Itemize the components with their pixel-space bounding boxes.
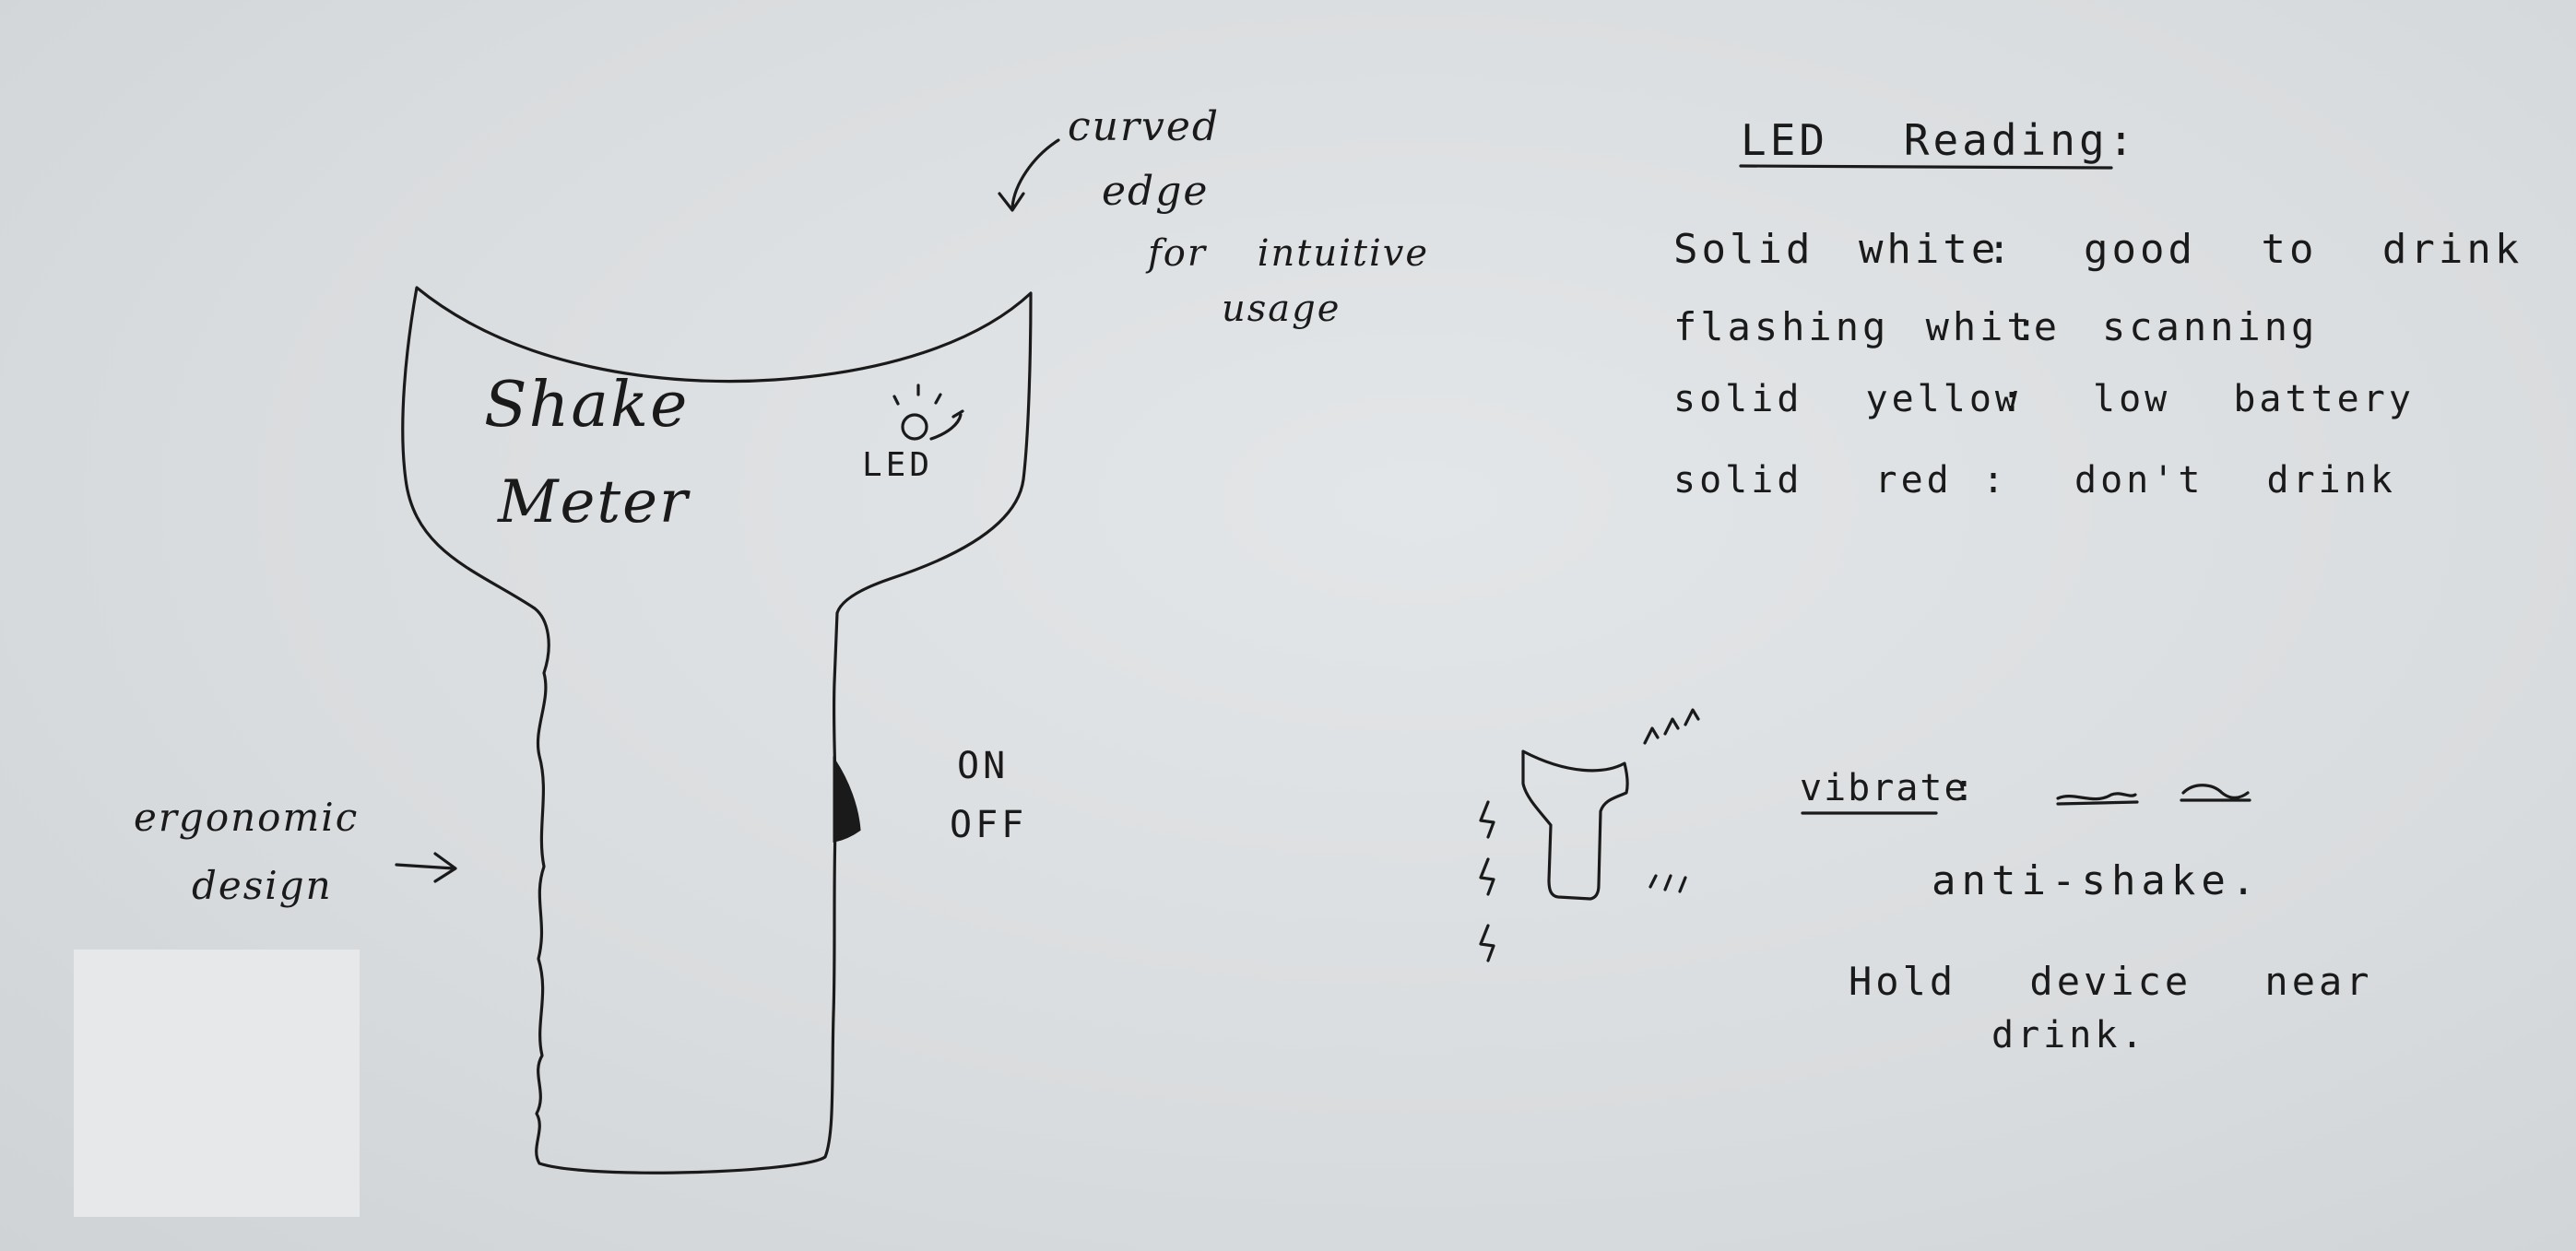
led-row-3-color: solid yellow bbox=[1673, 378, 2021, 420]
annotation-usage: usage bbox=[1222, 288, 1341, 330]
ergonomic-arrow-icon bbox=[396, 854, 455, 881]
annotation-for-intuitive: for intuitive bbox=[1148, 232, 1429, 275]
switch-off-label: OFF bbox=[950, 804, 1027, 846]
brand-line-1: Shake bbox=[484, 369, 689, 442]
scribble-mark-2 bbox=[2181, 785, 2250, 800]
annotation-curved: curved bbox=[1068, 103, 1220, 150]
led-row-4-color: solid red bbox=[1673, 459, 1953, 502]
vibration-mark-icon bbox=[1481, 710, 1698, 961]
led-row-2-sep: : bbox=[2015, 304, 2041, 349]
vibrate-label: vibrate bbox=[1800, 767, 1968, 809]
annotation-ergonomic: ergonomic bbox=[134, 795, 359, 840]
led-reading-title: LED Reading: bbox=[1741, 115, 2137, 165]
scribble-mark bbox=[2058, 794, 2137, 804]
led-row-1-color: Solid white bbox=[1673, 226, 1999, 273]
led-row-4-sep: : bbox=[1982, 459, 2008, 502]
vibrate-meaning: anti-shake. bbox=[1932, 857, 2261, 904]
led-row-4-meaning: don't drink bbox=[2074, 459, 2396, 502]
led-row-2-meaning: scanning bbox=[2102, 304, 2318, 349]
led-row-1-meaning: good to drink bbox=[2084, 226, 2523, 273]
switch-bump-icon bbox=[834, 761, 859, 841]
led-indicator-icon bbox=[903, 415, 927, 439]
led-label: LED bbox=[862, 446, 933, 484]
vibrate-sep: : bbox=[1953, 767, 1979, 809]
led-row-2: flashing white : scanning bbox=[1673, 304, 2503, 360]
led-row-3: solid yellow : low battery bbox=[1673, 378, 2503, 433]
brand-line-2: Meter bbox=[498, 468, 690, 537]
led-row-4: solid red : don't drink bbox=[1673, 459, 2503, 514]
vibrate-instruction-2: drink. bbox=[1991, 1014, 2147, 1056]
curved-edge-arrow-icon bbox=[999, 140, 1058, 210]
blurred-region bbox=[74, 950, 360, 1217]
vibrate-instruction-1: Hold device near bbox=[1849, 959, 2373, 1004]
switch-on-label: ON bbox=[957, 745, 1009, 787]
led-row-3-meaning: low battery bbox=[2093, 378, 2415, 420]
led-row-1: Solid white : good to drink bbox=[1673, 226, 2503, 281]
led-row-2-color: flashing white bbox=[1673, 304, 2061, 349]
annotation-design: design bbox=[192, 863, 333, 908]
annotation-edge: edge bbox=[1102, 168, 1209, 215]
led-row-1-sep: : bbox=[1987, 226, 2015, 273]
led-row-3-sep: : bbox=[2001, 378, 2027, 420]
small-device-outline bbox=[1523, 751, 1627, 899]
led-reading-underline bbox=[1741, 166, 2111, 168]
